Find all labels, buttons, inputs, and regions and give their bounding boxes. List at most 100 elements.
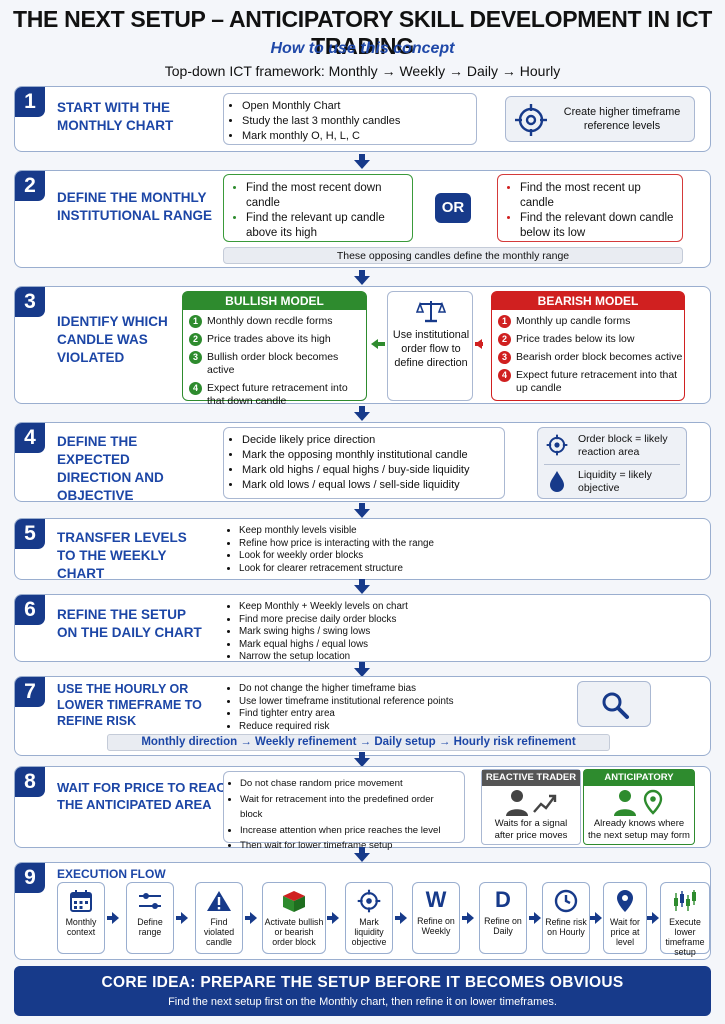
target-icon <box>515 104 547 136</box>
step-circle: 2 <box>498 333 511 346</box>
step-circle: 4 <box>189 382 202 395</box>
bullet: Look for weekly order blocks <box>239 550 465 563</box>
step-title: USE THE HOURLY OR LOWER TIMEFRAME TO REF… <box>57 682 202 728</box>
or-badge: OR <box>435 193 471 223</box>
calendar-icon <box>70 890 92 912</box>
step-number: 1 <box>15 87 45 117</box>
step-title: DEFINE THE MONTHLY INSTITUTIONAL RANGE <box>57 190 212 223</box>
step-title: REFINE THE SETUP ON THE DAILY CHART <box>57 607 202 640</box>
exec-label: Wait for price at level <box>610 917 640 947</box>
warning-icon <box>207 891 231 911</box>
reactive-trader-card: REACTIVE TRADER Waits for a signal after… <box>481 769 581 845</box>
bullet: Mark old lows / equal lows / sell-side l… <box>242 478 496 493</box>
green-arrow-line <box>377 342 385 346</box>
step-number: 9 <box>15 863 45 893</box>
right-arrow <box>176 912 188 924</box>
row-text: Monthly up candle forms <box>516 315 631 327</box>
bullet: Use lower timeframe institutional refere… <box>239 696 495 709</box>
page-title: THE NEXT SETUP – ANTICIPATORY SKILL DEVE… <box>12 6 712 59</box>
exec-step-violated-candle: Find violated candle <box>195 882 243 954</box>
step-8: 8 WAIT FOR PRICE TO REACH THE ANTICIPATE… <box>14 766 711 851</box>
timeframe-flow: Monthly direction → Weekly refinement → … <box>107 734 610 751</box>
person-pin-icon <box>614 789 663 816</box>
step-8-bullets: Do not chase random price movement Wait … <box>223 771 465 851</box>
right-arrow <box>245 912 257 924</box>
down-arrow <box>354 847 370 862</box>
step-1: 1 START WITH THE MONTHLY CHART Open Mont… <box>14 86 711 152</box>
bearish-range-box: Find the most recent up candle Find the … <box>497 174 683 242</box>
row-text: Bullish order block becomes active <box>207 351 339 376</box>
bullet: Increase attention when price reaches th… <box>240 823 458 839</box>
step-number: 2 <box>15 171 45 201</box>
bullet: Look for clearer retracement structure <box>239 563 465 576</box>
legend-liquidity: Liquidity = likely objective <box>578 469 652 494</box>
step-title: EXECUTION FLOW <box>57 867 166 881</box>
down-arrow <box>354 406 370 421</box>
bullet: Do not change the higher timeframe bias <box>239 683 495 696</box>
bullet: Mark the opposing monthly institutional … <box>242 448 496 463</box>
core-idea-subtitle: Find the next setup first on the Monthly… <box>168 996 557 1008</box>
down-arrow <box>354 752 370 767</box>
bullet: Find the relevant up candle above its hi… <box>246 211 404 241</box>
bullish-model-title: BULLISH MODEL <box>183 292 366 310</box>
exec-label: Refine on Weekly <box>417 916 455 936</box>
bullet: Mark monthly O, H, L, C <box>242 129 468 144</box>
reference-levels-box: Create higher timeframe reference levels <box>505 96 695 142</box>
exec-step-liquidity-objective: Mark liquidity objective <box>345 882 393 954</box>
step-3: 3 IDENTIFY WHICH CANDLE WAS VIOLATED BUL… <box>14 286 711 407</box>
core-idea-title: CORE IDEA: PREPARE THE SETUP BEFORE IT B… <box>101 974 624 991</box>
right-arrow <box>327 912 339 924</box>
bullet: Mark swing highs / swing lows <box>239 626 465 639</box>
bullet: Keep monthly levels visible <box>239 525 465 538</box>
core-idea-banner: CORE IDEA: PREPARE THE SETUP BEFORE IT B… <box>14 966 711 1016</box>
bullet: Mark old highs / equal highs / buy-side … <box>242 463 496 478</box>
bullet: Wait for retracement into the predefined… <box>240 792 458 823</box>
row-text: Price trades below its low <box>516 333 635 345</box>
exec-label: Activate bullish or bearish order block <box>264 917 324 947</box>
exec-label: Define range <box>137 917 163 937</box>
bullet: Then wait for lower timeframe setup <box>240 838 458 854</box>
droplet-icon <box>550 471 564 492</box>
bullet: Narrow the setup location <box>239 651 465 664</box>
row-text: Bearish order block becomes active <box>516 351 683 363</box>
order-flow-box: Use institutional order flow to define d… <box>387 291 473 401</box>
bullet: Find the most recent down candle <box>246 181 404 211</box>
bearish-row: 2 Price trades below its low <box>492 333 684 346</box>
down-arrow <box>354 270 370 285</box>
bullet: Open Monthly Chart <box>242 99 468 114</box>
step-number: 7 <box>15 677 45 707</box>
step-number: 6 <box>15 595 45 625</box>
right-arrow <box>462 912 474 924</box>
step-number: 5 <box>15 519 45 549</box>
bullet: Mark equal highs / equal lows <box>239 639 465 652</box>
row-text: Expect future retracement into that up c… <box>516 369 678 394</box>
candles-icon <box>674 890 696 911</box>
step-title: START WITH THE MONTHLY CHART <box>57 100 174 133</box>
row-text: Price trades above its high <box>207 333 331 345</box>
bullet: Find the most recent up candle <box>520 181 674 211</box>
step-6: 6 REFINE THE SETUP ON THE DAILY CHART Ke… <box>14 594 711 662</box>
reactive-trader-text: Waits for a signal after price moves <box>494 818 568 841</box>
reference-levels-text: Create higher timeframe reference levels <box>563 106 681 132</box>
down-arrow <box>354 154 370 169</box>
step-1-bullets: Open Monthly Chart Study the last 3 mont… <box>223 93 477 145</box>
page-subtitle: How to use this concept <box>270 40 455 57</box>
range-note: These opposing candles define the monthl… <box>223 247 683 264</box>
bullet: Decide likely price direction <box>242 433 496 448</box>
bullet: Find tighter entry area <box>239 708 495 721</box>
exec-step-hourly: Refine risk on Hourly <box>542 882 590 954</box>
step-6-bullets: Keep Monthly + Weekly levels on chart Fi… <box>223 597 473 664</box>
person-chart-icon <box>506 790 557 816</box>
step-number: 3 <box>15 287 45 317</box>
down-arrow <box>354 662 370 677</box>
exec-label: Find violated candle <box>203 917 235 947</box>
row-text: Monthly down recdle forms <box>207 315 333 327</box>
